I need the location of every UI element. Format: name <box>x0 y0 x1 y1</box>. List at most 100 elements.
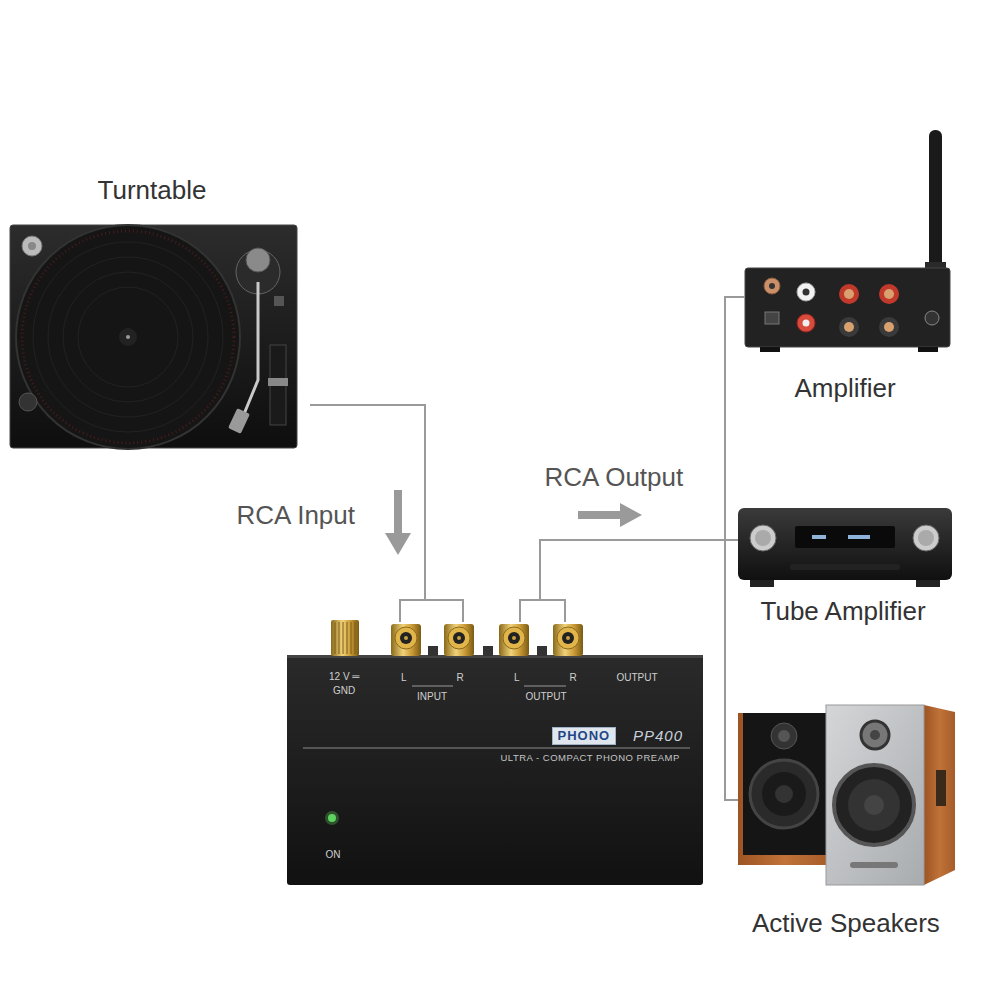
turntable-illustration <box>33 242 223 432</box>
amplifier-illustration <box>925 311 939 325</box>
channel-label: L <box>401 672 407 684</box>
phono-preamp: PHONOPP400ULTRA - COMPACT PHONO PREAMP <box>287 600 703 885</box>
channel-label: R <box>457 672 464 684</box>
receiver-illustration <box>738 508 952 580</box>
turntable-illustration <box>28 242 36 250</box>
turntable-illustration <box>10 225 297 449</box>
amplifier-illustration <box>844 289 854 299</box>
direction-arrow <box>385 533 411 555</box>
speakers-illustration <box>826 705 924 885</box>
turntable-illustration <box>22 231 234 443</box>
preamp-illustration <box>512 636 516 640</box>
channel-label: L <box>514 672 520 684</box>
preamp-illustration <box>339 622 340 654</box>
preamp-illustration <box>562 632 574 644</box>
amplifier-illustration <box>765 312 779 324</box>
amplifier-illustration <box>764 278 780 294</box>
preamp-illustration <box>524 686 566 687</box>
direction-arrow <box>620 503 642 527</box>
amplifier-illustration <box>745 130 950 352</box>
preamp-illustration <box>520 600 565 622</box>
receiver-illustration <box>755 530 771 546</box>
turntable-illustration <box>268 378 288 386</box>
port-label: OUTPUT <box>617 672 658 684</box>
preamp-illustration <box>537 646 547 656</box>
preamp-illustration <box>503 627 525 649</box>
speakers-illustration <box>936 770 946 806</box>
speakers-illustration <box>850 862 898 868</box>
preamp-illustration <box>287 600 703 885</box>
amplifier-illustration <box>769 283 775 289</box>
direction-arrow <box>394 490 402 535</box>
amplifier-illustration <box>879 317 899 337</box>
amplifier-illustration <box>929 130 942 270</box>
receiver-illustration <box>795 526 895 548</box>
amplifier-illustration <box>839 317 859 337</box>
amplifier-illustration <box>797 283 815 301</box>
receiver-illustration <box>913 525 939 551</box>
receiver-illustration <box>750 580 774 587</box>
receiver-illustration <box>790 564 900 570</box>
preamp-illustration <box>395 627 417 649</box>
preamp-illustration <box>303 748 690 749</box>
speakers-illustration <box>738 713 830 865</box>
turntable-illustration <box>19 393 37 411</box>
amplifier-illustration <box>760 347 780 352</box>
receiver-illustration <box>812 535 826 539</box>
status-label: ON <box>326 849 341 861</box>
turntable-unit: Turntable <box>10 168 310 450</box>
speakers-unit: Active Speakers <box>738 700 956 945</box>
amplifier-illustration <box>803 320 810 327</box>
turntable-illustration <box>63 272 193 402</box>
turntable-illustration <box>48 257 208 417</box>
speakers-illustration <box>771 723 797 749</box>
preamp-illustration <box>457 636 461 640</box>
turntable-illustration <box>228 408 250 434</box>
amplifier-illustration <box>884 322 894 332</box>
connector-line <box>540 540 738 600</box>
receiver-illustration <box>916 580 940 587</box>
preamp-illustration <box>453 632 465 644</box>
turntable-illustration <box>246 248 270 272</box>
turntable-illustration <box>126 335 130 339</box>
connection-label: RCA Output <box>545 462 684 492</box>
connection-label: RCA Input <box>237 500 356 530</box>
speakers-illustration <box>864 795 884 815</box>
preamp-illustration <box>444 624 474 656</box>
turntable-illustration <box>78 287 178 387</box>
device-name: Active Speakers <box>752 908 940 938</box>
amplifier-illustration <box>797 314 815 332</box>
port-label: INPUT <box>417 691 447 703</box>
turntable-illustration <box>16 225 240 449</box>
preamp-illustration <box>499 624 529 656</box>
preamp-illustration <box>328 814 336 822</box>
port-label: OUTPUT <box>526 691 567 703</box>
turntable-illustration <box>274 296 284 306</box>
receiver-illustration <box>738 508 952 587</box>
speakers-illustration <box>762 772 806 816</box>
preamp-illustration <box>483 646 493 656</box>
connector-line <box>540 297 745 600</box>
turntable-illustration <box>119 328 137 346</box>
receiver-illustration <box>848 535 870 539</box>
preamp-illustration <box>404 636 408 640</box>
preamp-illustration <box>412 686 453 687</box>
speakers-illustration <box>861 721 889 749</box>
amplifier-illustration <box>745 268 950 347</box>
amplifier-illustration <box>884 289 894 299</box>
turntable-illustration <box>244 282 258 414</box>
preamp-illustration <box>355 622 356 654</box>
amplifier-illustration <box>803 289 810 296</box>
direction-arrow <box>385 490 642 555</box>
preamp-illustration <box>335 622 336 654</box>
speakers-illustration <box>738 705 955 885</box>
receiver-unit: Tube Amplifier <box>738 505 954 630</box>
amplifier-illustration <box>844 322 854 332</box>
preamp-illustration <box>566 636 570 640</box>
speakers-illustration <box>848 779 900 831</box>
preamp-illustration <box>325 811 339 825</box>
amplifier-illustration <box>839 284 859 304</box>
